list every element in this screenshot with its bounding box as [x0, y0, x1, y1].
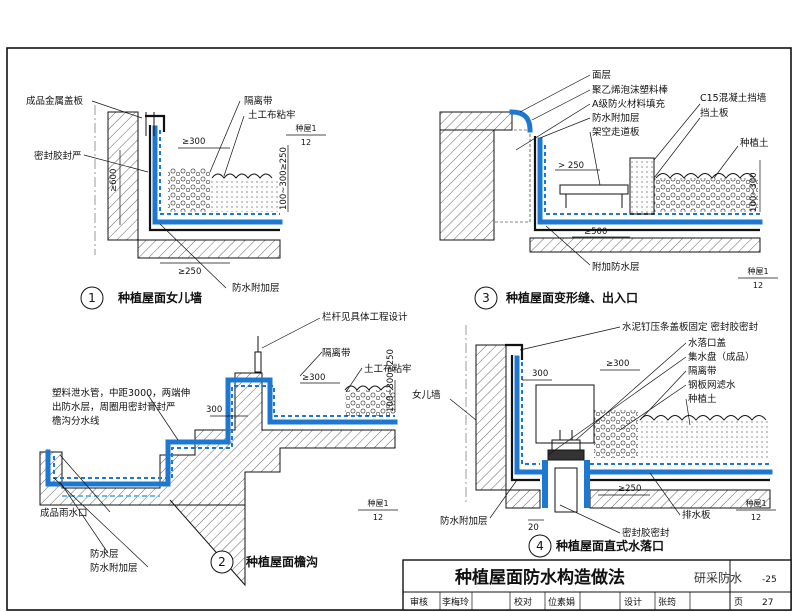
page-code: -25: [762, 575, 777, 585]
label-geotextile: 土工布粘牢: [248, 109, 296, 121]
label-pipe-2: 出防水层，周圈用密封膏封严: [52, 401, 176, 413]
dim-range: 100~300: [749, 172, 759, 212]
detail-caption: 种植屋面变形缝、出入口: [505, 290, 638, 305]
ref-top: 种屋1: [295, 123, 316, 133]
detail-number-circle: [210, 550, 234, 574]
dim-range: 100~300≥250: [386, 349, 396, 412]
dim-300: ≥300: [302, 373, 325, 383]
ref-top: 种屋1: [747, 266, 768, 276]
dim-range: 100~300≥250: [279, 147, 289, 210]
ref-bottom: 12: [751, 513, 761, 522]
label-parapet: 女儿墙: [412, 389, 441, 401]
dim-300: ≥300: [182, 137, 205, 147]
tb-checker: 位素娟: [548, 596, 575, 608]
detail-number: 2: [218, 555, 226, 569]
detail-caption: 种植屋面女儿墙: [117, 290, 202, 305]
label-collector: 集水盘（成品）: [688, 351, 755, 363]
dim-250: ≥250: [178, 267, 201, 277]
detail-caption: 种植屋面直式水落口: [555, 538, 664, 553]
label-c15-wall: C15混凝土挡墙: [700, 92, 767, 104]
ref-bottom: 12: [301, 138, 311, 147]
ref-bottom: 12: [373, 513, 383, 522]
label-pipe-3: 檐沟分水线: [52, 415, 100, 427]
label-soil: 种植土: [688, 393, 717, 405]
dim-500: ≥500: [584, 227, 607, 237]
label-additional: 防水附加层: [232, 282, 280, 294]
watermark: 研采防水: [694, 570, 742, 585]
label-sealant: 密封胶密封: [622, 527, 670, 539]
label-soil: 种植土: [740, 137, 769, 149]
label-add-wp: 附加防水层: [592, 261, 640, 273]
label-wp-add: 防水附加层: [592, 112, 640, 124]
dim-300b: ≥300: [606, 359, 629, 369]
label-cover: 水落口盖: [688, 337, 727, 349]
dim-250: > 250: [558, 161, 584, 171]
title-block: 种植屋面防水构造做法 研采防水 -25 审核 李梅玲 校对 位素娟 设计 张筠 …: [402, 559, 792, 611]
detail-number: 1: [88, 291, 96, 305]
label-wp-add: 防水附加层: [90, 562, 138, 574]
label-surface: 面层: [592, 70, 611, 81]
tb-design: 设计: [624, 596, 642, 608]
sheet-border: [6, 47, 792, 611]
label-isolation: 隔离带: [688, 365, 717, 377]
detail-4-vertical-drain: 水泥钉压条盖板固定 密封胶密封 水落口盖 集水盘（成品） 隔离带 钢板网滤水 种…: [412, 321, 776, 558]
label-mesh: 钢板网滤水: [688, 379, 736, 391]
label-geotextile: 土工布粘牢: [364, 363, 412, 375]
dim-300: 300: [532, 369, 548, 379]
detail-number-circle: [474, 286, 498, 310]
label-pe-rod: 聚乙烯泡沫塑料棒: [592, 84, 669, 96]
detail-2-gutter: 栏杆见具体工程设计 隔离带 土工布粘牢 ≥300 300 100~300≥250…: [39, 311, 412, 587]
label-nail: 水泥钉压条盖板固定 密封胶密封: [622, 321, 759, 333]
dim-20: 20: [528, 523, 539, 533]
sheet-title: 种植屋面防水构造做法: [454, 567, 625, 588]
dim-600: ≥600: [109, 169, 119, 192]
label-sealant: 密封胶封严: [34, 150, 82, 162]
label-retain-board: 挡土板: [700, 107, 729, 119]
ref-bottom: 12: [753, 281, 763, 290]
detail-caption: 种植屋面檐沟: [245, 554, 318, 569]
tb-check: 校对: [514, 596, 532, 608]
detail-number-circle: [528, 534, 552, 558]
label-cap-plate: 成品金属盖板: [26, 95, 84, 107]
tb-reviewer: 李梅玲: [442, 596, 469, 608]
detail-number-circle: [80, 286, 104, 310]
label-outlet: 成品雨水口: [40, 507, 88, 519]
dim-300b: 300: [206, 405, 222, 415]
tb-review: 审核: [410, 596, 428, 608]
detail-3-expansion-joint: 面层 聚乙烯泡沫塑料棒 A级防火材料填充 防水附加层 架空走道板 C15混凝土挡…: [439, 70, 778, 310]
detail-number: 3: [482, 291, 490, 305]
label-wp: 防水层: [90, 548, 119, 560]
page-number: 27: [762, 598, 773, 608]
ref-top: 种屋1: [367, 498, 388, 508]
dim-250: ≥250: [618, 484, 641, 494]
detail-number: 4: [536, 539, 544, 553]
label-drain-board: 排水板: [682, 509, 711, 521]
label-isolation: 隔离带: [322, 347, 351, 359]
label-walk-board: 架空走道板: [592, 126, 640, 138]
detail-1-parapet: 成品金属盖板 密封胶封严 隔离带 土工布粘牢 ≥300 ≥600 ≥250 10…: [26, 95, 326, 310]
label-pipe-1: 塑料泄水管，中距3000，两端伸: [52, 387, 190, 399]
label-railing: 栏杆见具体工程设计: [322, 311, 408, 323]
tb-page: 页: [734, 597, 743, 608]
label-wp-add: 防水附加层: [440, 515, 488, 527]
ref-top: 种屋1: [745, 498, 766, 508]
label-isolation: 隔离带: [244, 95, 273, 107]
label-fire-fill: A级防火材料填充: [592, 98, 665, 110]
tb-designer: 张筠: [658, 596, 676, 608]
